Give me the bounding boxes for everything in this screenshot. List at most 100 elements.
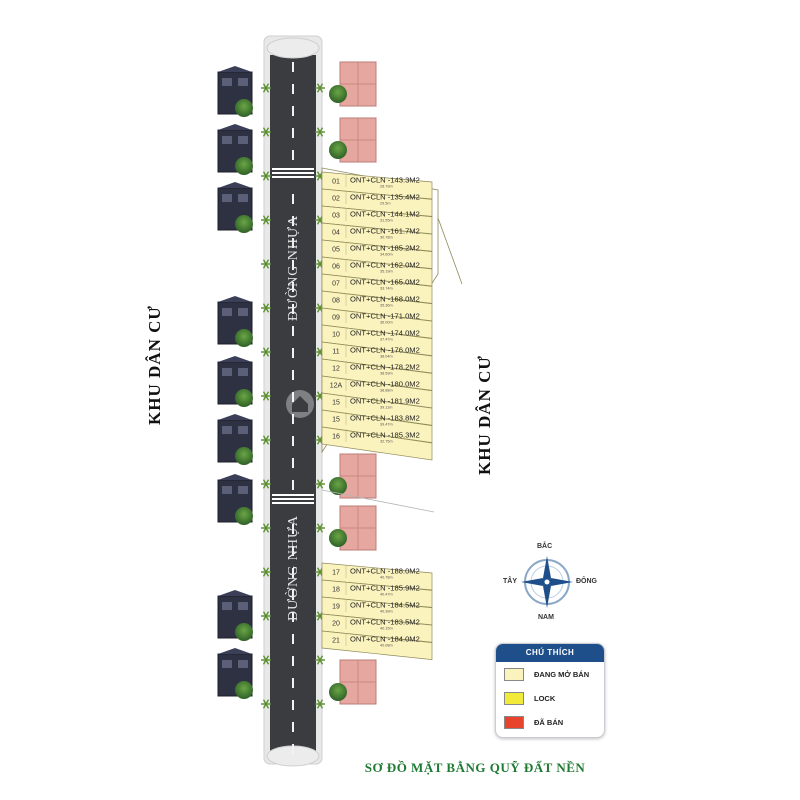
lane-dash	[292, 326, 294, 336]
plot-number: 09	[332, 315, 340, 322]
plot-number: 17	[332, 570, 340, 577]
plot-dimension: 38.59m	[380, 372, 393, 376]
house-left	[217, 182, 253, 233]
lane-dash	[292, 700, 294, 710]
legend-label-lock: LOCK	[534, 693, 556, 703]
palm-icon	[261, 215, 271, 225]
legend-swatch-open	[504, 667, 524, 681]
plot-dimension: 28.79m	[380, 185, 393, 189]
palm-icon	[261, 611, 271, 621]
plot-label: ONT+CLN -181.9M2	[350, 397, 420, 406]
plot-number: 10	[332, 332, 340, 339]
palm-icon	[261, 655, 271, 665]
house-left	[217, 66, 253, 117]
plot-number: 16	[332, 434, 340, 441]
plot-number: 11	[332, 349, 339, 356]
house-right	[329, 453, 377, 499]
plot-dimension: 39.47m	[380, 423, 393, 427]
palm-icon	[261, 391, 271, 401]
plot-label: ONT+CLN -174.0M2	[350, 329, 420, 338]
plot-number: 12	[332, 366, 340, 373]
plot-label: ONT+CLN -144.1M2	[350, 210, 420, 219]
plot-dimension: 36.00m	[380, 321, 393, 325]
lane-dash	[292, 194, 294, 204]
lane-dash	[292, 744, 294, 754]
plot-number: 06	[332, 264, 340, 271]
plot-label: ONT+CLN -185.2M2	[350, 244, 420, 253]
lane-dash	[292, 656, 294, 666]
plot-number: 02	[332, 196, 340, 203]
plot-dimension: 29.5m	[380, 202, 391, 206]
house-right	[329, 659, 377, 705]
palm-icon	[315, 655, 325, 665]
lane-dash	[292, 546, 294, 556]
house-left	[217, 648, 253, 699]
plot-dimension: 32.75m	[380, 440, 393, 444]
palm-icon	[261, 83, 271, 93]
lane-dash	[292, 480, 294, 490]
palm-icon	[315, 699, 325, 709]
lane-dash	[292, 524, 294, 534]
legend-item-open: ĐANG MỞ BÁN	[496, 662, 604, 686]
compass-west-label: TÂY	[503, 578, 517, 585]
crosswalk-middle	[272, 494, 314, 504]
plot-number: 08	[332, 298, 340, 305]
plot-label: ONT+CLN -135.4M2	[350, 193, 420, 202]
plot-number: 05	[332, 247, 340, 254]
compass-south-label: NAM	[538, 614, 554, 621]
palm-icon	[315, 479, 325, 489]
plot-number: 20	[332, 621, 340, 628]
watermark-logo	[286, 390, 314, 418]
plot-dimension: 37.47m	[380, 338, 393, 342]
plot-dimension: 40.15m	[380, 627, 393, 631]
plot-label: ONT+CLN -188.0M2	[350, 567, 420, 576]
house-left	[217, 296, 253, 347]
lane-dash	[292, 458, 294, 468]
plot-label: ONT+CLN -143.3M2	[350, 176, 420, 185]
lane-dash	[292, 216, 294, 226]
house-left	[217, 590, 253, 641]
plot-dimension: 40.78m	[380, 576, 393, 580]
plot-number: 15	[332, 400, 340, 407]
lane-dash	[292, 370, 294, 380]
road-label-lower: ĐƯỜNG NHỰA	[284, 515, 301, 621]
plot-dimension: 40.39m	[380, 610, 393, 614]
palm-icon	[261, 567, 271, 577]
compass-rose	[521, 556, 573, 608]
lane-dash	[292, 678, 294, 688]
plot-number: 19	[332, 604, 340, 611]
compass-east-label: ĐÔNG	[576, 578, 597, 585]
house-right	[329, 117, 377, 163]
house-left	[217, 414, 253, 465]
boundary-line	[321, 489, 435, 513]
plot-dimension: 34.60m	[380, 253, 393, 257]
plot-label: ONT+CLN -165.0M2	[350, 278, 420, 287]
plot-dimension: 35.36m	[380, 304, 393, 308]
palm-icon	[315, 127, 325, 137]
road-label-upper: ĐƯỜNG NHỰA	[284, 215, 301, 321]
plot-label: ONT+CLN -185.3M2	[350, 431, 420, 440]
lane-dash	[292, 612, 294, 622]
